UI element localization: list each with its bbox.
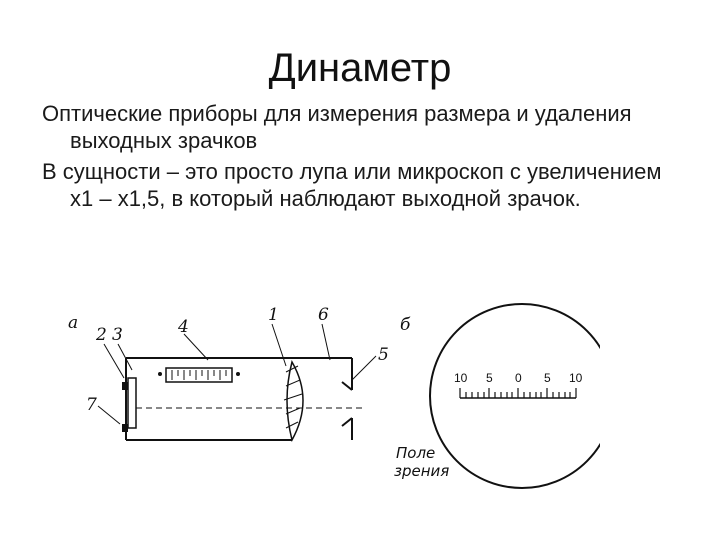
- field-of-view-circle: [429, 303, 600, 489]
- panel-b-label: б: [400, 315, 411, 335]
- scale-block-ticks: [171, 370, 227, 380]
- part-label-7: 7: [86, 395, 97, 415]
- field-of-view-label-line1: Поле: [396, 444, 435, 462]
- instrument-body: [97, 323, 377, 443]
- part-label-3: 3: [112, 325, 123, 345]
- scale-tick-right-10: 10: [569, 371, 583, 385]
- slide-body: Оптические приборы для измерения размера…: [42, 100, 682, 216]
- part-label-2: 2: [95, 325, 107, 345]
- scale-tick-left-10: 10: [454, 371, 468, 385]
- dynameter-figure: а 2 3 4 1 6 5 7: [60, 300, 600, 500]
- paragraph-purpose: Оптические приборы для измерения размера…: [42, 101, 632, 153]
- scale-tick-right-5: 5: [544, 371, 551, 385]
- slide-title: Динаметр: [268, 46, 452, 90]
- scale-tick-zero: 0: [515, 371, 522, 385]
- part-label-6: 6: [318, 305, 329, 325]
- field-scale: 10 5 0 5 10: [454, 371, 583, 399]
- panel-a-label: а: [68, 313, 78, 333]
- paragraph-essence: В сущности – это просто лупа или микроск…: [42, 159, 662, 211]
- part-label-1: 1: [268, 305, 279, 325]
- field-of-view-label-line2: зрения: [394, 462, 449, 480]
- dynameter-diagram: а 2 3 4 1 6 5 7: [68, 303, 600, 489]
- scale-tick-left-5: 5: [486, 371, 493, 385]
- part-label-4: 4: [177, 317, 189, 337]
- mounting-clips: [122, 372, 240, 432]
- part-label-5: 5: [378, 345, 389, 365]
